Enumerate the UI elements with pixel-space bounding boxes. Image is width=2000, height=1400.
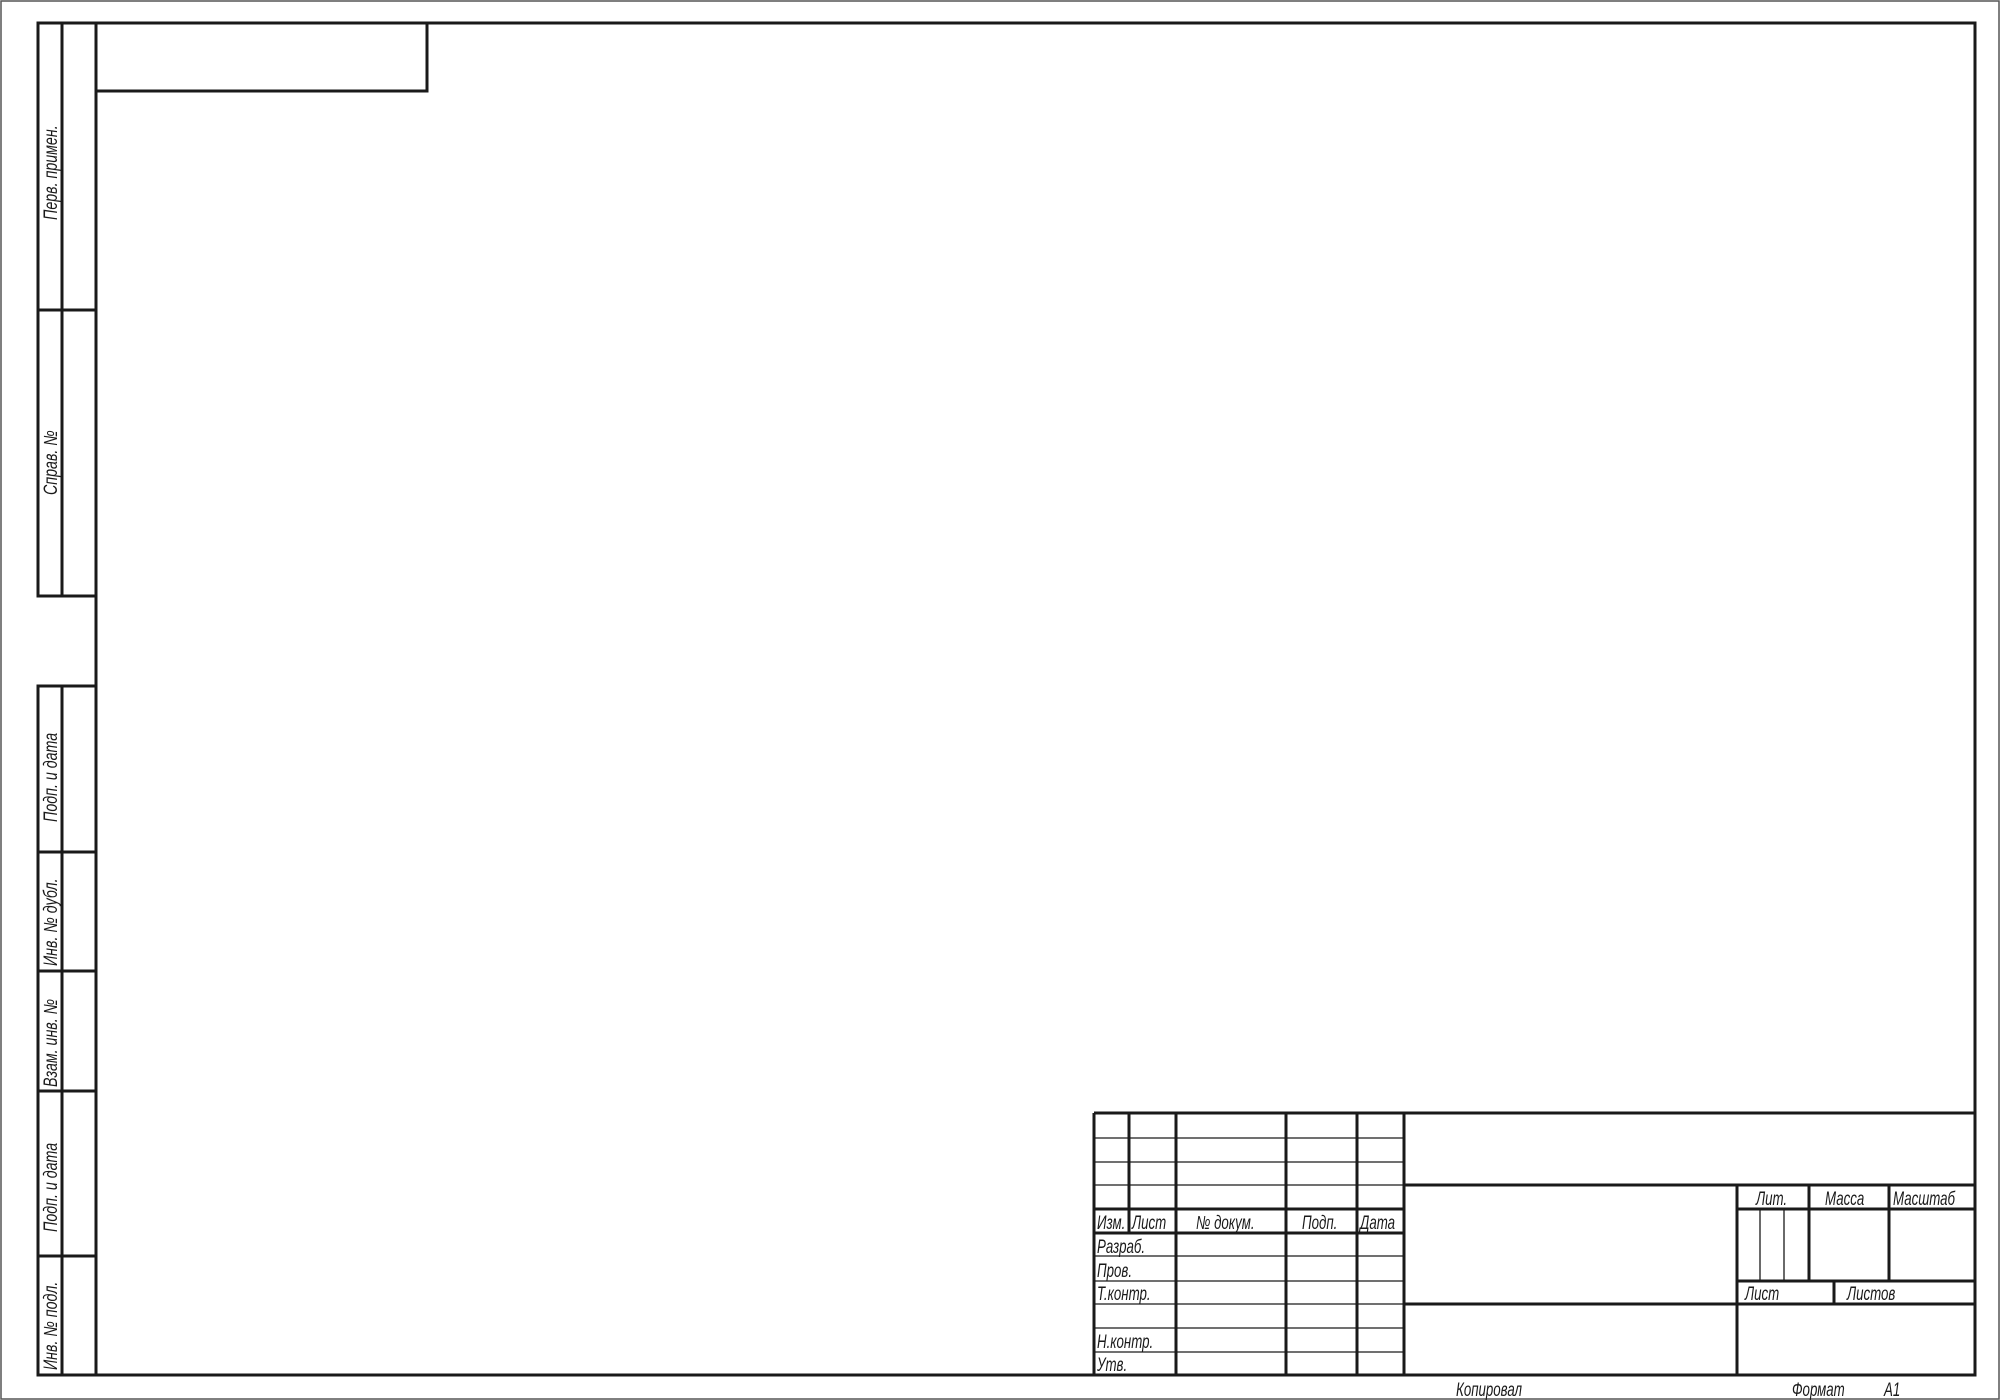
side-strip-upper bbox=[36, 21, 98, 598]
label-massa: Масса bbox=[1825, 1189, 1864, 1210]
footer-format-label: Формат bbox=[1792, 1380, 1845, 1400]
role-prov: Пров. bbox=[1097, 1261, 1132, 1282]
role-razrab: Разраб. bbox=[1097, 1237, 1145, 1258]
header-podp: Подп. bbox=[1302, 1213, 1337, 1234]
label-listov: Листов bbox=[1846, 1284, 1896, 1305]
label-masshtab: Масштаб bbox=[1893, 1189, 1956, 1210]
label-lit: Лит. bbox=[1755, 1189, 1787, 1210]
label-podp-data-2: Подп. и дата bbox=[40, 1143, 61, 1232]
label-list: Лист bbox=[1744, 1284, 1779, 1305]
header-izm: Изм. bbox=[1097, 1213, 1125, 1234]
role-tkontr: Т.контр. bbox=[1097, 1284, 1151, 1305]
header-list: Лист bbox=[1131, 1213, 1166, 1234]
header-data: Дата bbox=[1358, 1213, 1395, 1234]
role-nkontr: Н.контр. bbox=[1097, 1332, 1153, 1353]
label-vzam-inv: Взам. инв. № bbox=[40, 999, 61, 1087]
header-no-dokum: № докум. bbox=[1196, 1213, 1255, 1234]
label-perv-primen: Перв. примен. bbox=[40, 125, 61, 220]
label-sprav-no: Справ. № bbox=[40, 430, 61, 495]
top-left-box bbox=[96, 23, 429, 93]
label-inv-dubl: Инв. № дубл. bbox=[40, 878, 61, 966]
label-inv-podl: Инв. № подл. bbox=[40, 1282, 61, 1370]
label-podp-data-1: Подп. и дата bbox=[40, 733, 61, 822]
side-strip-lower bbox=[36, 684, 98, 1377]
footer-format-value: A1 bbox=[1883, 1380, 1900, 1400]
title-block bbox=[1092, 1111, 1975, 1375]
role-utv: Утв. bbox=[1096, 1355, 1127, 1376]
footer-kopiroval: Копировал bbox=[1456, 1380, 1522, 1400]
